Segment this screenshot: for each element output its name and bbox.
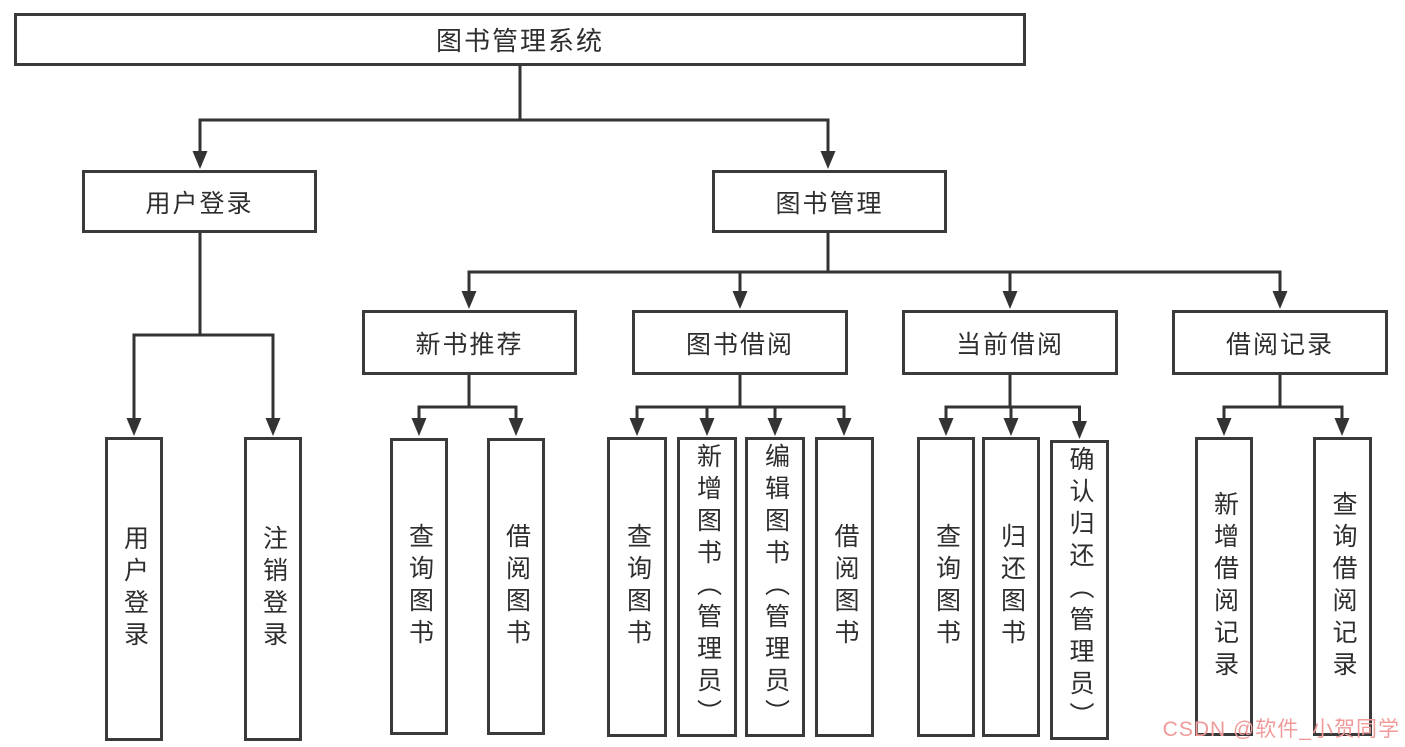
node-new-book-recommend: 新书推荐 xyxy=(362,310,577,375)
node-label: 确认归还（管理员） xyxy=(1066,446,1094,734)
node-add-borrow-record: 新增借阅记录 xyxy=(1195,437,1253,736)
connector-user-login-to-children xyxy=(126,233,281,436)
node-label: 编辑图书（管理员） xyxy=(761,443,790,731)
arrowhead xyxy=(836,418,852,436)
arrowhead xyxy=(1072,421,1087,439)
node-label: 查询借阅记录 xyxy=(1329,490,1357,683)
node-current-query-book: 查询图书 xyxy=(917,437,975,737)
node-recommend-query-book: 查询图书 xyxy=(390,438,448,735)
node-borrow-query-book: 查询图书 xyxy=(607,437,667,737)
connector-new-book-recommend-to-children xyxy=(411,375,524,436)
node-logout: 注销登录 xyxy=(244,437,302,741)
node-label: 借阅记录 xyxy=(1225,330,1334,359)
node-recommend-borrow-book: 借阅图书 xyxy=(487,438,545,735)
arrowhead xyxy=(265,418,281,436)
node-add-book-admin: 新增图书（管理员） xyxy=(677,437,737,737)
connector-current-borrow-to-children xyxy=(938,375,1087,439)
node-book-borrow: 图书借阅 xyxy=(632,310,848,375)
arrowhead xyxy=(938,418,954,436)
node-label: 用户登录 xyxy=(145,189,254,218)
node-library-management-system: 图书管理系统 xyxy=(14,13,1026,66)
connector-root-to-children xyxy=(192,66,836,169)
node-borrow-borrow-book: 借阅图书 xyxy=(815,437,874,737)
arrowhead xyxy=(732,291,748,309)
node-label: 当前借阅 xyxy=(955,330,1064,359)
node-confirm-return-admin: 确认归还（管理员） xyxy=(1050,440,1109,740)
connector-borrow-record-to-children xyxy=(1216,375,1350,436)
node-user-login-leaf: 用户登录 xyxy=(105,437,163,741)
connector-book-management-to-children xyxy=(461,233,1288,309)
node-label: 新书推荐 xyxy=(415,330,524,359)
arrowhead xyxy=(411,418,427,436)
arrowhead xyxy=(126,418,142,436)
connector-book-borrow-to-children xyxy=(629,375,852,436)
node-current-borrow: 当前借阅 xyxy=(902,310,1118,375)
arrowhead xyxy=(1272,291,1288,309)
node-label: 借阅图书 xyxy=(831,523,859,651)
arrowhead xyxy=(629,418,645,436)
node-label: 注销登录 xyxy=(259,525,288,653)
node-label: 新增图书（管理员） xyxy=(693,443,722,731)
node-label: 用户登录 xyxy=(120,525,149,653)
node-label: 归还图书 xyxy=(997,523,1026,651)
node-user-login: 用户登录 xyxy=(82,170,317,233)
arrowhead xyxy=(1003,418,1019,436)
node-label: 新增借阅记录 xyxy=(1210,490,1239,683)
node-label: 查询图书 xyxy=(932,523,961,651)
node-edit-book-admin: 编辑图书（管理员） xyxy=(745,437,805,737)
node-label: 图书管理 xyxy=(775,189,884,218)
arrowhead xyxy=(1334,418,1350,436)
node-label: 图书借阅 xyxy=(685,330,794,359)
arrowhead xyxy=(192,151,208,169)
arrowhead xyxy=(767,418,783,436)
node-query-borrow-record: 查询借阅记录 xyxy=(1313,437,1372,736)
node-label: 查询图书 xyxy=(623,523,652,651)
arrowhead xyxy=(699,418,715,436)
arrowhead xyxy=(461,291,477,309)
arrowhead xyxy=(508,418,524,436)
node-book-management: 图书管理 xyxy=(712,170,947,233)
node-borrow-record: 借阅记录 xyxy=(1172,310,1388,375)
node-label: 图书管理系统 xyxy=(435,26,604,56)
arrowhead xyxy=(1216,418,1232,436)
node-return-book: 归还图书 xyxy=(982,437,1040,737)
node-label: 借阅图书 xyxy=(502,522,531,651)
arrowhead xyxy=(1002,291,1018,309)
arrowhead xyxy=(820,151,836,169)
node-label: 查询图书 xyxy=(405,522,434,651)
csdn-watermark: CSDN @软件_小贺同学 xyxy=(1162,718,1400,741)
